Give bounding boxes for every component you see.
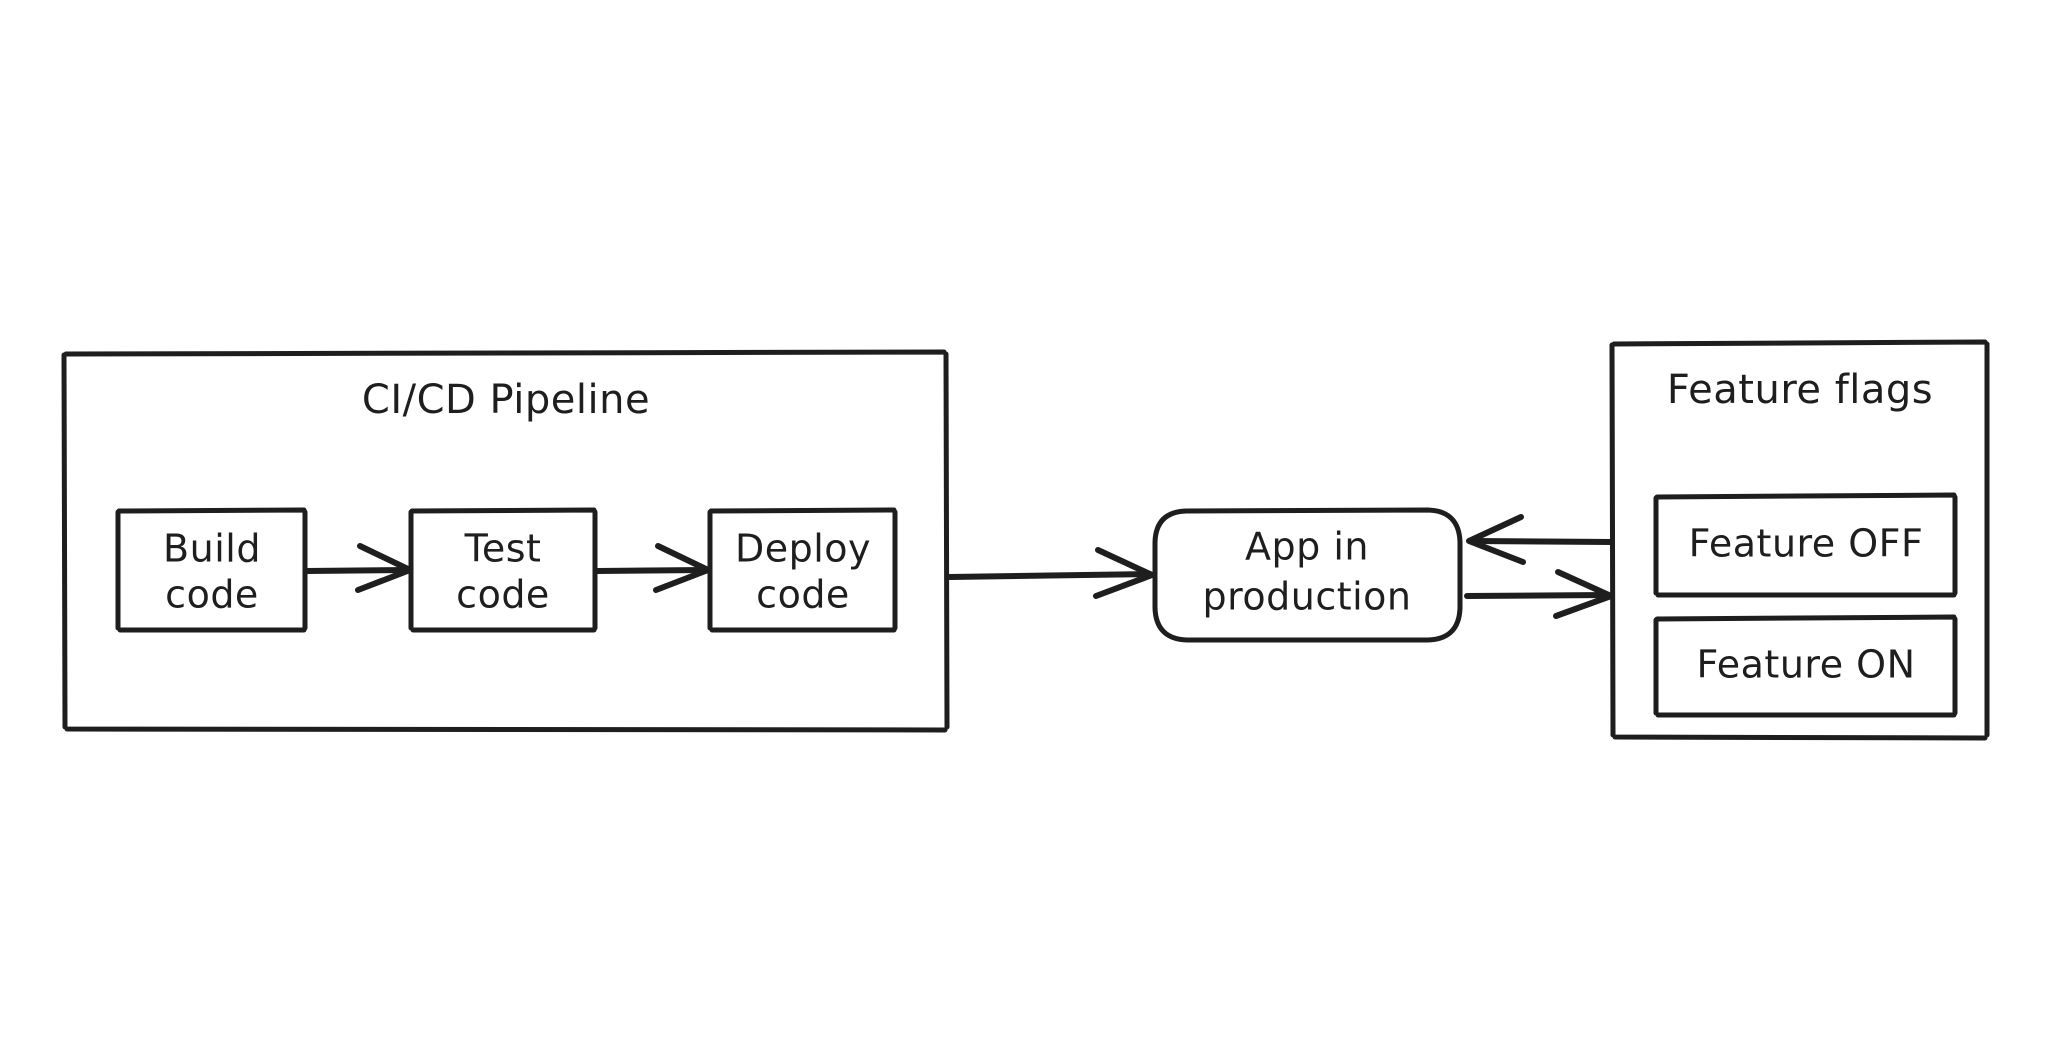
- feature-flags-group[interactable]: Feature flags: [1609, 339, 1990, 741]
- stage-box-build[interactable]: Build code: [115, 507, 308, 633]
- arrow-test-to-deploy: [594, 543, 711, 593]
- deploy-box-label-line2: code: [756, 573, 850, 617]
- deploy-box-outline: [707, 507, 898, 633]
- feature-flags-container-outline: [1609, 339, 1990, 741]
- feature-on-outline: [1653, 614, 1958, 718]
- feature-flag-on[interactable]: Feature ON: [1653, 614, 1958, 718]
- app-in-production-node[interactable]: App in production: [1152, 507, 1463, 643]
- deploy-box-label-line1: Deploy: [735, 527, 871, 571]
- test-box-label-line2: code: [456, 573, 550, 617]
- cicd-pipeline-title: CI/CD Pipeline: [362, 377, 650, 423]
- app-in-production-label-line2: production: [1202, 575, 1411, 619]
- arrow-app-to-flags: [1464, 569, 1614, 619]
- stage-box-test[interactable]: Test code: [408, 507, 598, 633]
- feature-on-label: Feature ON: [1696, 643, 1915, 687]
- feature-off-outline: [1653, 492, 1958, 598]
- app-in-production-outline: [1152, 507, 1463, 643]
- cicd-pipeline-container-outline: [61, 349, 950, 733]
- app-in-production-label-line1: App in: [1245, 525, 1369, 569]
- arrow-flags-to-app: [1466, 514, 1615, 565]
- feature-flags-title: Feature flags: [1667, 367, 1933, 413]
- build-box-label-line2: code: [165, 573, 259, 617]
- arrow-build-to-test: [303, 543, 413, 593]
- cicd-pipeline-group[interactable]: CI/CD Pipeline: [61, 349, 950, 733]
- arrow-pipeline-to-app: [947, 547, 1155, 599]
- test-box-label-line1: Test: [464, 527, 542, 571]
- stage-box-deploy[interactable]: Deploy code: [707, 507, 898, 633]
- feature-off-label: Feature OFF: [1689, 522, 1924, 566]
- feature-flag-off[interactable]: Feature OFF: [1653, 492, 1958, 598]
- build-box-label-line1: Build: [163, 527, 261, 571]
